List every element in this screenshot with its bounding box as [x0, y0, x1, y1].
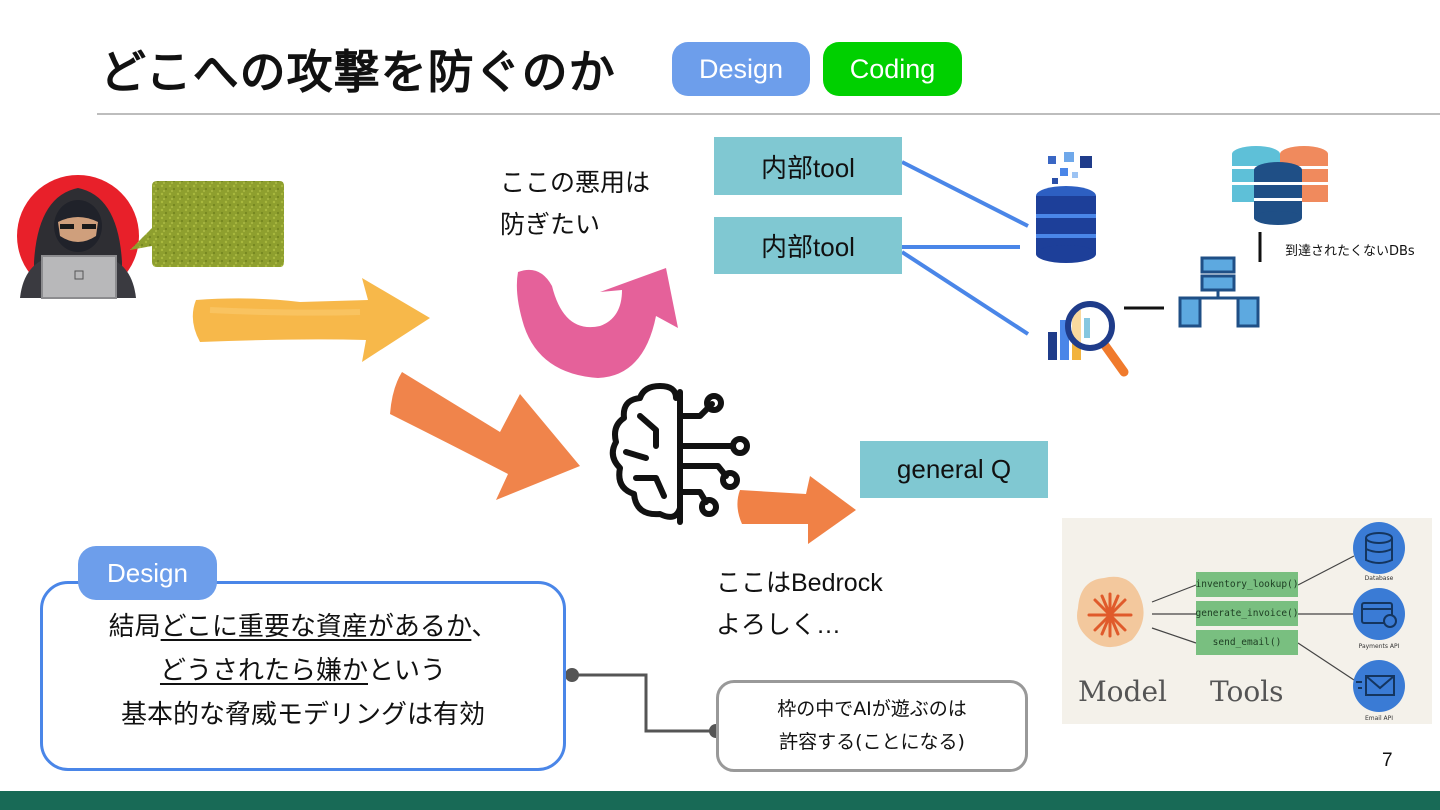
figure-caption-email: Email API [1364, 715, 1394, 722]
callout-line-2: どうされたら嫌かという [40, 650, 566, 687]
analytics-search-icon [1048, 301, 1129, 377]
design-tag: Design [672, 42, 810, 96]
model-tool-links [1151, 555, 1355, 681]
page-number: 7 [1382, 750, 1393, 771]
abuse-note-line: 防ぎたい [500, 210, 601, 239]
callout-underlined-text: どうされたら嫌か [159, 656, 368, 686]
figure-label-model: Model [1078, 675, 1167, 708]
allow-note-box: 枠の中でAIが遊ぶのは 許容する(ことになる) [716, 680, 1028, 772]
allow-note-line: 枠の中でAIが遊ぶのは [777, 698, 967, 720]
internal-tool-box: 内部tool [714, 137, 902, 195]
abuse-note: ここの悪用は 防ぎたい [500, 162, 650, 246]
arrow-orange-large-icon [390, 372, 580, 500]
function-send-email: send_email() [1196, 630, 1298, 655]
slide-title: どこへの攻撃を防ぐのか [100, 45, 616, 99]
figure-caption-payments: Payments API [1358, 643, 1400, 650]
general-q-box: general Q [860, 441, 1048, 498]
figure-payments-icon [1353, 588, 1405, 640]
arrow-orange-small-icon [737, 476, 856, 544]
server-rack-icon [1178, 256, 1260, 328]
callout-underlined-text: どこに重要な資産があるか [160, 612, 472, 642]
allow-note-line: 許容する(ことになる) [779, 731, 965, 753]
bedrock-note: ここはBedrock よろしく… [716, 562, 883, 646]
callout-text: という [368, 656, 447, 686]
coding-tag: Coding [823, 42, 962, 96]
title-divider [97, 113, 1440, 115]
figure-caption-database: Database [1364, 575, 1394, 582]
model-burst-icon [1077, 576, 1144, 648]
figure-email-icon [1353, 660, 1405, 712]
callout-line-1: 結局どこに重要な資産があるか、 [40, 606, 566, 643]
function-generate-invoice: generate_invoice() [1196, 601, 1298, 626]
arrow-pink-curved-icon [516, 268, 678, 378]
callout-text: 結局 [108, 612, 161, 642]
callout-line-3: 基本的な脅威モデリングは有効 [120, 700, 485, 730]
bedrock-note-line: よろしく… [716, 611, 842, 639]
design-callout-tag: Design [78, 546, 217, 600]
callout-connector [565, 668, 723, 738]
ai-brain-icon [609, 383, 750, 525]
callout-text: 、 [471, 612, 498, 642]
database-icon [1036, 152, 1096, 263]
database-cluster-icon [1232, 146, 1328, 225]
function-inventory-lookup: inventory_lookup() [1196, 572, 1298, 597]
bedrock-note-line: ここはBedrock [716, 569, 883, 597]
speech-bubble-icon [130, 181, 284, 267]
figure-database-icon [1353, 522, 1405, 574]
tool-connectors [900, 160, 1030, 336]
arrow-yellow-icon [192, 278, 430, 362]
internal-tool-box: 内部tool [714, 217, 902, 274]
abuse-note-line: ここの悪用は [500, 168, 651, 197]
db-caption: 到達されたくないDBs [1285, 244, 1415, 259]
design-callout-box [40, 581, 566, 771]
bottom-band [0, 791, 1440, 810]
hacker-icon [17, 175, 139, 299]
figure-label-tools: Tools [1210, 675, 1284, 708]
